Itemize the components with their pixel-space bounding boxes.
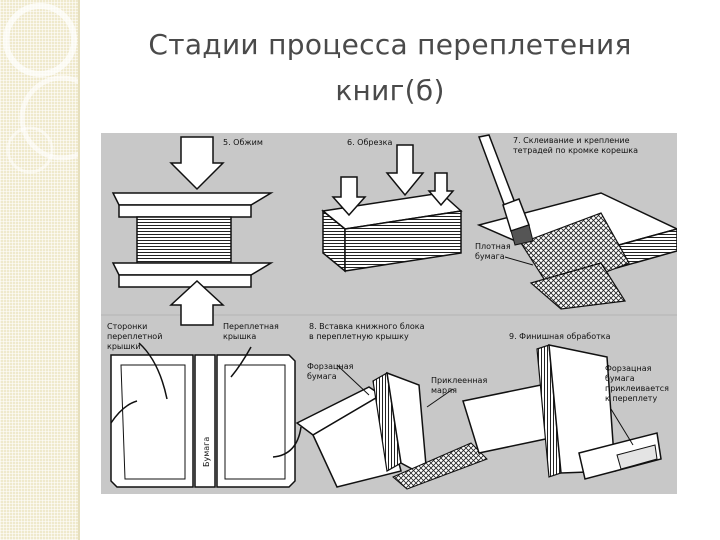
endpaper-glued-label-line1: Форзацная (605, 364, 652, 373)
glued-gauze-label-line1: Приклеенная (431, 376, 487, 385)
binding-cover-label-line2: крышка (223, 332, 256, 341)
glued-gauze-label-line2: марля (431, 386, 457, 395)
stage5-press-illustration (111, 136, 274, 326)
cover-sides-label-line1: Сторонки (107, 322, 147, 331)
cover-sides-label-line3: крышки (107, 342, 141, 351)
slide-title: Стадии процесса переплетения книг(б) (100, 22, 680, 114)
bookbinding-diagram: 5. Обжим 6. Обрезка 7. Склеивание и креп… (101, 133, 677, 494)
decorative-circles (3, 3, 78, 174)
title-line-1: Стадии процесса переплетения (148, 28, 632, 61)
stage9-label: 9. Финишная обработка (509, 332, 611, 341)
thick-paper-label-line2: бумага (475, 252, 505, 261)
endpaper-glued-label-line2: бумага (605, 374, 635, 383)
stage8-label-line2: в переплетную крышку (309, 332, 409, 341)
strip-edge (78, 0, 80, 540)
title-line-2: книг(б) (335, 74, 445, 107)
stage7-label-line2: тетрадей по кромке корешка (513, 146, 638, 155)
cover-sides-label-line2: переплетной (107, 332, 162, 341)
stage9-finish-illustration (462, 344, 662, 480)
stage8-label-line1: 8. Вставка книжного блока (309, 322, 425, 331)
stage6-label: 6. Обрезка (347, 138, 392, 147)
endpaper-glued-label-line3: приклеивается (605, 384, 669, 393)
stage6-trim-illustration (321, 144, 463, 273)
stage5-label: 5. Обжим (223, 138, 263, 147)
stage7-glue-illustration (476, 134, 677, 310)
stage7-label-line1: 7. Склеивание и крепление (513, 136, 630, 145)
diagram-svg: 5. Обжим 6. Обрезка 7. Склеивание и креп… (101, 134, 677, 490)
thick-paper-label-line1: Плотная (475, 242, 511, 251)
endpaper-label-line1: Форзацная (307, 362, 354, 371)
decorative-side-strip (0, 0, 78, 540)
endpaper-label-line2: бумага (307, 372, 337, 381)
endpaper-glued-label-line4: к переплету (605, 394, 657, 403)
binding-cover-label-line1: Переплетная (223, 322, 279, 331)
cover-layout-illustration (110, 342, 302, 488)
paper-vertical-label: Бумага (202, 437, 211, 467)
stage8-casing-illustration (295, 364, 488, 490)
